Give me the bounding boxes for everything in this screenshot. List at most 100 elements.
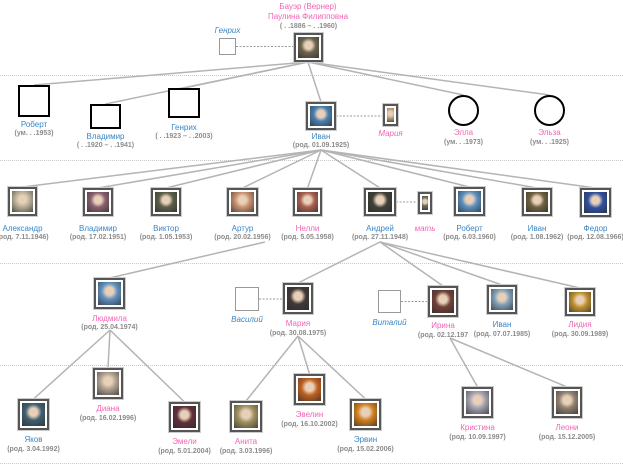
person-name: Артур bbox=[231, 224, 254, 233]
person-node-evelin[interactable] bbox=[294, 374, 325, 405]
person-dates: (род. 10.09.1997) bbox=[449, 434, 506, 441]
person-placeholder-female[interactable] bbox=[534, 95, 565, 126]
person-photo bbox=[231, 192, 254, 212]
parent-child-line bbox=[379, 241, 503, 286]
person-photo bbox=[287, 287, 309, 310]
person-node-ivan2[interactable] bbox=[522, 188, 552, 216]
person-placeholder-male[interactable] bbox=[168, 88, 200, 118]
person-node-vladimir2[interactable] bbox=[83, 188, 113, 216]
person-node-lyudmila[interactable] bbox=[94, 278, 125, 309]
person-dates: (род. 15.02.2006) bbox=[337, 446, 394, 453]
person-dates: (род. 5.01.2004) bbox=[158, 448, 211, 455]
person-node-maria3[interactable] bbox=[283, 283, 313, 314]
parent-child-line bbox=[320, 149, 538, 189]
person-node-nelli[interactable] bbox=[293, 188, 322, 216]
person-photo bbox=[173, 406, 196, 428]
person-name: Иван bbox=[311, 132, 331, 141]
person-dates: (ум. . .1953) bbox=[14, 130, 54, 137]
person-photo bbox=[491, 289, 513, 310]
parent-child-line bbox=[307, 61, 322, 103]
person-dates: (род. 20.02.1956) bbox=[214, 234, 271, 241]
generation-divider bbox=[0, 75, 623, 76]
person-name: мать bbox=[414, 224, 436, 233]
parent-child-line bbox=[109, 241, 266, 279]
person-name: Диана bbox=[96, 404, 120, 413]
person-photo bbox=[466, 391, 489, 414]
person-placeholder-male[interactable] bbox=[219, 38, 236, 55]
person-dates: (род. 6.03.1960) bbox=[443, 234, 496, 241]
person-node-andrey[interactable] bbox=[364, 188, 396, 216]
person-node-diana[interactable] bbox=[93, 368, 123, 399]
person-node-emeli[interactable] bbox=[169, 402, 200, 432]
person-name: Федор bbox=[583, 224, 608, 233]
parent-child-line bbox=[320, 149, 470, 188]
person-name: Леони bbox=[555, 423, 579, 432]
person-name: Иван bbox=[527, 224, 547, 233]
person-node-viktor[interactable] bbox=[151, 188, 181, 216]
person-placeholder-female[interactable] bbox=[448, 95, 479, 126]
parent-child-line bbox=[32, 329, 111, 400]
person-placeholder-male[interactable] bbox=[90, 104, 121, 129]
parent-child-line bbox=[33, 61, 309, 86]
person-photo bbox=[12, 191, 33, 212]
person-dates: (род. 01.09.1925) bbox=[292, 142, 350, 149]
person-node-artur[interactable] bbox=[227, 188, 258, 216]
person-name: Яков bbox=[24, 435, 43, 444]
person-node-robert2[interactable] bbox=[454, 187, 485, 216]
person-node-ivan3[interactable] bbox=[487, 285, 517, 314]
person-node-maria1[interactable] bbox=[383, 104, 398, 126]
person-photo bbox=[387, 108, 394, 122]
person-photo bbox=[422, 196, 428, 210]
person-name: Элла bbox=[453, 128, 474, 137]
person-node-yakov[interactable] bbox=[18, 399, 49, 430]
person-name: Мария bbox=[285, 319, 311, 328]
person-dates: (род. 1.05.1953) bbox=[139, 234, 193, 241]
person-name: Эльза bbox=[538, 128, 561, 137]
parent-child-line bbox=[307, 61, 464, 96]
person-dates: (род. 16.10.2002) bbox=[281, 421, 338, 428]
parent-child-line bbox=[109, 329, 186, 403]
parent-child-line bbox=[320, 149, 596, 189]
person-dates: (род. 15.12.2005) bbox=[538, 434, 596, 441]
parent-child-line bbox=[297, 241, 381, 284]
person-dates: (род. 16.02.1996) bbox=[79, 415, 137, 422]
generation-divider bbox=[0, 263, 623, 264]
person-node-ervin[interactable] bbox=[350, 399, 381, 430]
person-placeholder-male[interactable] bbox=[235, 287, 259, 311]
person-node-fedor[interactable] bbox=[580, 188, 611, 217]
person-dates: (ум. . .1925) bbox=[530, 139, 569, 146]
person-name: Андрей bbox=[366, 224, 394, 233]
person-node-mat[interactable] bbox=[418, 192, 432, 214]
person-photo bbox=[87, 192, 109, 212]
parent-child-line bbox=[22, 149, 322, 188]
person-placeholder-male[interactable] bbox=[378, 290, 401, 313]
person-name: Виктор bbox=[153, 224, 179, 233]
person-node-alexandr[interactable] bbox=[8, 187, 37, 216]
person-name: Людмила bbox=[92, 314, 127, 323]
person-dates: (род. 30.09.1989) bbox=[551, 331, 609, 338]
person-photo bbox=[354, 403, 377, 426]
person-dates: (род. 1.08.1962) bbox=[510, 234, 564, 241]
person-photo bbox=[298, 37, 319, 58]
person-photo bbox=[432, 290, 454, 313]
person-name: Владимир bbox=[78, 224, 118, 233]
person-name: Владимир bbox=[86, 132, 125, 141]
person-node-leoni[interactable] bbox=[552, 387, 582, 418]
person-node-irina[interactable] bbox=[428, 286, 458, 317]
person-dates: (род. 3.04.1992) bbox=[7, 446, 60, 453]
person-node-lidiya[interactable] bbox=[565, 288, 595, 316]
person-node-paulina[interactable] bbox=[294, 33, 323, 62]
person-node-ivan1[interactable] bbox=[306, 102, 336, 130]
generation-divider bbox=[0, 463, 623, 464]
person-dates: (род. 25.04.1974) bbox=[81, 324, 138, 331]
parent-child-line bbox=[306, 149, 322, 189]
root-name-line-2: Паулина Филипповна bbox=[267, 12, 349, 21]
person-node-anita[interactable] bbox=[230, 401, 262, 432]
person-dates: (род. 5.05.1958) bbox=[281, 234, 334, 241]
parent-child-line bbox=[320, 149, 381, 189]
person-node-kristina[interactable] bbox=[462, 387, 493, 418]
person-dates: ( . .1923 – . .2003) bbox=[155, 133, 213, 140]
person-placeholder-male[interactable] bbox=[18, 85, 50, 117]
